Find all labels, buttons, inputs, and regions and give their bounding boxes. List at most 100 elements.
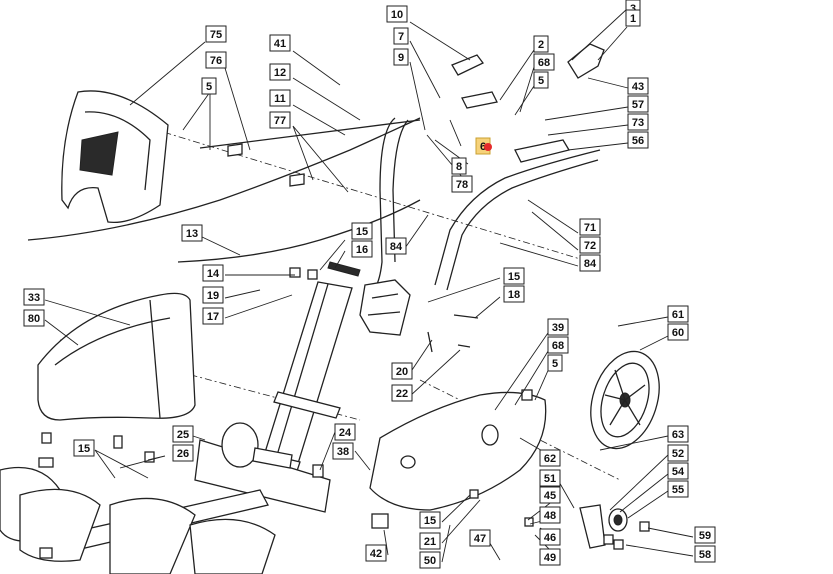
callout-47: 47 <box>469 529 491 547</box>
callout-2: 2 <box>533 35 549 53</box>
callout-33: 33 <box>23 288 45 306</box>
callout-71: 71 <box>579 218 601 236</box>
callout-number: 80 <box>28 313 40 325</box>
callout-55: 55 <box>667 480 689 498</box>
callout-number: 68 <box>552 340 564 352</box>
callout-number: 58 <box>699 549 711 561</box>
callout-labels: 7576541121177107926856878314357735671728… <box>23 0 716 569</box>
callout-61: 61 <box>667 305 689 323</box>
callout-number: 22 <box>396 388 408 400</box>
callout-number: 48 <box>544 510 556 522</box>
callout-number: 24 <box>339 427 352 439</box>
callout-62: 62 <box>539 449 561 467</box>
callout-number: 11 <box>274 93 286 105</box>
callout-number: 43 <box>632 81 644 93</box>
callout-57: 57 <box>627 95 649 113</box>
callout-number: 42 <box>370 548 382 560</box>
callout-number: 41 <box>274 38 286 50</box>
callout-number: 71 <box>584 222 596 234</box>
callout-41: 41 <box>269 34 291 52</box>
callout-14: 14 <box>202 264 224 282</box>
callout-5: 5 <box>547 354 563 372</box>
callout-number: 25 <box>177 429 189 441</box>
callout-80: 80 <box>23 309 45 327</box>
callout-number: 54 <box>672 466 685 478</box>
callout-1: 1 <box>625 9 641 27</box>
callout-number: 56 <box>632 135 644 147</box>
front-shield-part <box>61 90 169 224</box>
callout-number: 19 <box>207 290 219 302</box>
callout-number: 3 <box>630 3 636 15</box>
callout-51: 51 <box>539 469 561 487</box>
callout-26: 26 <box>172 444 194 462</box>
callout-18: 18 <box>503 285 525 303</box>
callout-number: 47 <box>474 533 486 545</box>
callout-number: 16 <box>356 244 368 256</box>
callout-59: 59 <box>694 526 716 544</box>
callout-number: 21 <box>424 536 436 548</box>
callout-number: 38 <box>337 446 349 458</box>
callout-number: 15 <box>356 226 368 238</box>
callout-number: 5 <box>206 81 212 93</box>
callout-number: 12 <box>274 67 286 79</box>
callout-73: 73 <box>627 113 649 131</box>
callout-number: 59 <box>699 530 711 542</box>
callout-52: 52 <box>667 444 689 462</box>
callout-number: 2 <box>538 39 544 51</box>
callout-45: 45 <box>539 486 561 504</box>
callout-number: 73 <box>632 117 644 129</box>
callout-number: 8 <box>456 161 462 173</box>
callout-number: 33 <box>28 292 40 304</box>
callout-number: 26 <box>177 448 189 460</box>
callout-25: 25 <box>172 425 194 443</box>
callout-72: 72 <box>579 236 601 254</box>
callout-number: 68 <box>538 57 550 69</box>
callout-number: 45 <box>544 490 556 502</box>
callout-84: 84 <box>385 237 407 255</box>
callout-11: 11 <box>269 89 291 107</box>
callout-number: 75 <box>210 29 222 41</box>
callout-15: 15 <box>503 267 525 285</box>
highlight-marker <box>484 143 492 151</box>
parts-drawing <box>0 43 660 574</box>
callout-15: 15 <box>419 511 441 529</box>
callout-number: 20 <box>396 366 408 378</box>
callout-10: 10 <box>386 5 408 23</box>
callout-68: 68 <box>533 53 555 71</box>
callout-49: 49 <box>539 548 561 566</box>
engine-cover-part <box>37 292 196 421</box>
callout-15: 15 <box>351 222 373 240</box>
callout-number: 14 <box>207 268 220 280</box>
callout-number: 76 <box>210 55 222 67</box>
callout-5: 5 <box>533 71 549 89</box>
callout-77: 77 <box>269 111 291 129</box>
callout-7: 7 <box>393 27 409 45</box>
callout-24: 24 <box>334 423 356 441</box>
callout-15: 15 <box>73 439 95 457</box>
callout-54: 54 <box>667 462 689 480</box>
callout-20: 20 <box>391 362 413 380</box>
callout-38: 38 <box>332 442 354 460</box>
callout-number: 52 <box>672 448 684 460</box>
callout-21: 21 <box>419 532 441 550</box>
callout-75: 75 <box>205 25 227 43</box>
callout-number: 78 <box>456 179 468 191</box>
callout-17: 17 <box>202 307 224 325</box>
callout-number: 7 <box>398 31 404 43</box>
callout-number: 61 <box>672 309 684 321</box>
callout-68: 68 <box>547 336 569 354</box>
callout-46: 46 <box>539 528 561 546</box>
callout-43: 43 <box>627 77 649 95</box>
callout-number: 51 <box>544 473 556 485</box>
callout-56: 56 <box>627 131 649 149</box>
callout-number: 39 <box>552 322 564 334</box>
callout-number: 60 <box>672 327 684 339</box>
callout-60: 60 <box>667 323 689 341</box>
callout-48: 48 <box>539 506 561 524</box>
callout-9: 9 <box>393 48 409 66</box>
callout-13: 13 <box>181 224 203 242</box>
callout-number: 10 <box>391 9 403 21</box>
callout-number: 57 <box>632 99 644 111</box>
